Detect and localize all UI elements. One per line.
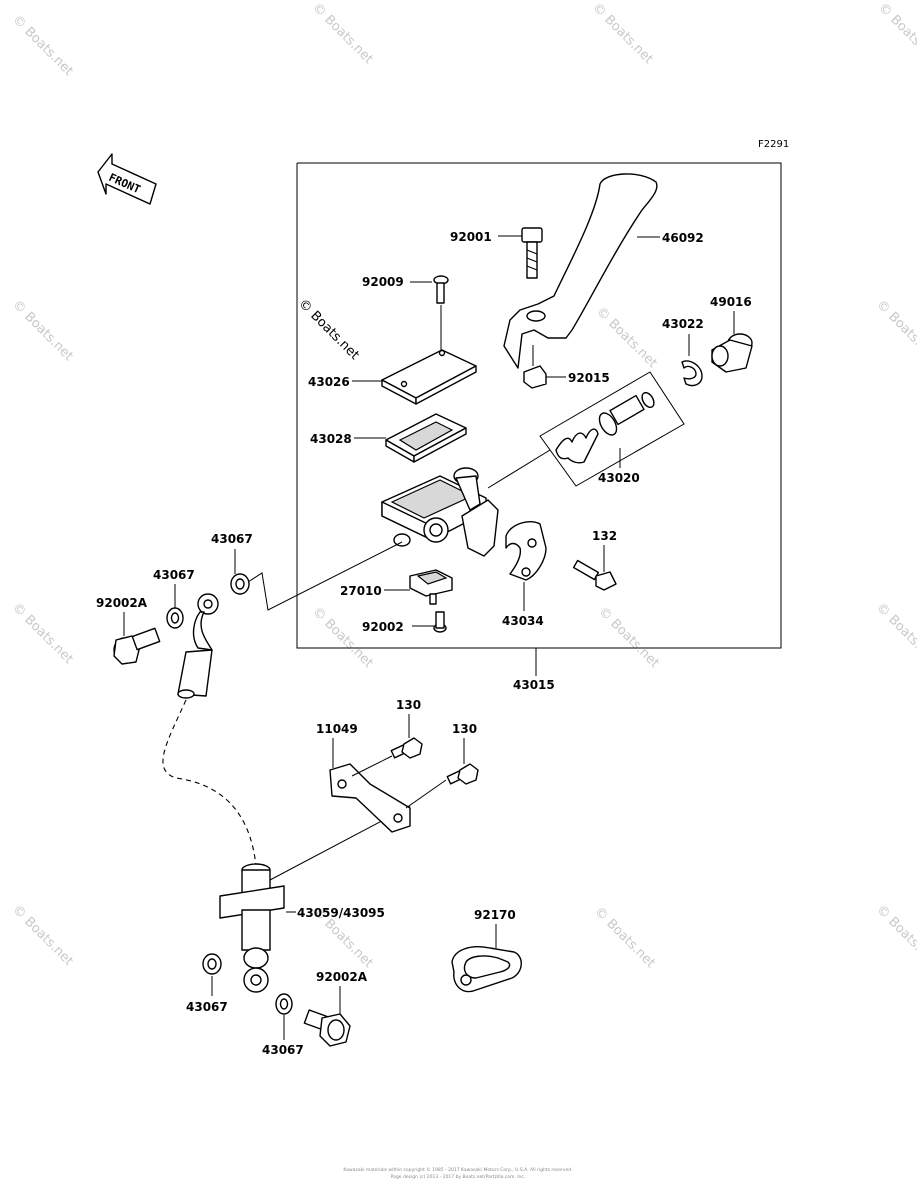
part-labels: 46092 92001 92009 49016 43022 43026 9201… [96, 230, 752, 1057]
bracket-bolt [446, 763, 479, 785]
watermark: © Boats.net [9, 902, 76, 969]
part-label-43020: 43020 [598, 471, 640, 485]
part-label-43015: 43015 [513, 678, 555, 692]
master-cylinder-body [381, 467, 499, 557]
watermark: © Boats.net [9, 297, 76, 364]
brake-hose-lower [219, 863, 285, 993]
circlip [681, 360, 703, 387]
watermark: © Boats.net [875, 0, 917, 67]
part-label-43067: 43067 [262, 1043, 304, 1057]
part-label-46092: 46092 [662, 231, 704, 245]
part-label-43059-43095: 43059/43095 [297, 906, 385, 920]
watermark: © Boats.net [309, 604, 376, 671]
brake-light-switch [409, 569, 453, 605]
part-label-92170: 92170 [474, 908, 516, 922]
clamp-bolt [572, 559, 617, 591]
diaphragm-plate [385, 413, 467, 463]
handlebar-clamp [505, 520, 547, 581]
watermark: © Boats.net [589, 0, 656, 67]
assembly-box [296, 162, 782, 649]
front-arrow-icon: FRONT [97, 153, 157, 205]
part-label-130: 130 [396, 698, 421, 712]
dust-boot [711, 333, 753, 373]
banjo-bolt [113, 627, 161, 665]
part-label-43028: 43028 [310, 432, 352, 446]
hose-bracket [329, 763, 411, 833]
hose-clamp [451, 946, 522, 993]
diagram-code: F2291 [758, 139, 789, 150]
brake-lever [503, 173, 658, 369]
part-label-43034: 43034 [502, 614, 544, 628]
part-label-49016: 49016 [710, 295, 752, 309]
part-label-92009: 92009 [362, 275, 404, 289]
part-label-43026: 43026 [308, 375, 350, 389]
watermark: © Boats.net [593, 304, 660, 371]
part-label-43067: 43067 [186, 1000, 228, 1014]
brake-hose-upper [177, 593, 219, 699]
watermark: © Boats.net [873, 902, 917, 969]
part-label-92001: 92001 [450, 230, 492, 244]
part-label-11049: 11049 [316, 722, 358, 736]
part-label-43022: 43022 [662, 317, 704, 331]
footer-copyright: Kawasaki materials within copyright © 19… [343, 1166, 572, 1173]
watermark: © Boats.net [9, 12, 76, 79]
part-label-27010: 27010 [340, 584, 382, 598]
part-label-130: 130 [452, 722, 477, 736]
part-label-92002A: 92002A [96, 596, 148, 610]
copyright-watermark: © Boats.net [295, 296, 362, 363]
watermark: © Boats.net [873, 297, 917, 364]
piston-kit [539, 371, 685, 487]
pivot-bolt [521, 227, 543, 279]
part-label-92002: 92002 [362, 620, 404, 634]
reservoir-cap [381, 349, 477, 405]
part-label-92002A: 92002A [316, 970, 368, 984]
part-label-43067: 43067 [211, 532, 253, 546]
part-label-92015: 92015 [568, 371, 610, 385]
pivot-nut [523, 365, 547, 389]
watermark: © Boats.net [309, 0, 376, 67]
part-label-132: 132 [592, 529, 617, 543]
bracket-bolt [390, 737, 423, 759]
switch-screw [433, 611, 447, 633]
footer-design: Page design (c) 2013 - 2017 by Boats.net… [391, 1174, 526, 1180]
watermark: © Boats.net [873, 600, 917, 667]
banjo-bolt [303, 1009, 351, 1047]
watermark: © Boats.net [591, 904, 658, 971]
cap-screw [433, 275, 449, 304]
watermark: © Boats.net [595, 604, 662, 671]
part-label-43067: 43067 [153, 568, 195, 582]
watermark: © Boats.net [9, 600, 76, 667]
